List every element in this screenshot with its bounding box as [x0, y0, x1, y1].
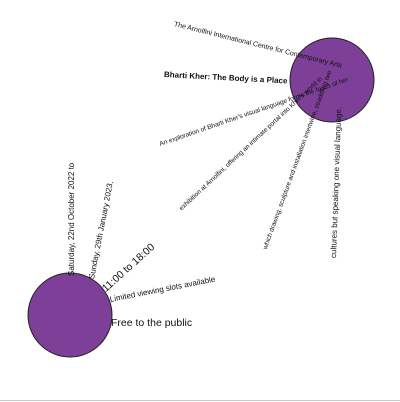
bottom-divider: [0, 400, 400, 401]
start-date: Saturday, 22nd October 2022 to: [67, 162, 76, 276]
top-purple-circle: [289, 37, 375, 123]
admission-price: Free to the public: [111, 317, 193, 329]
bottom-purple-circle: [27, 272, 113, 358]
